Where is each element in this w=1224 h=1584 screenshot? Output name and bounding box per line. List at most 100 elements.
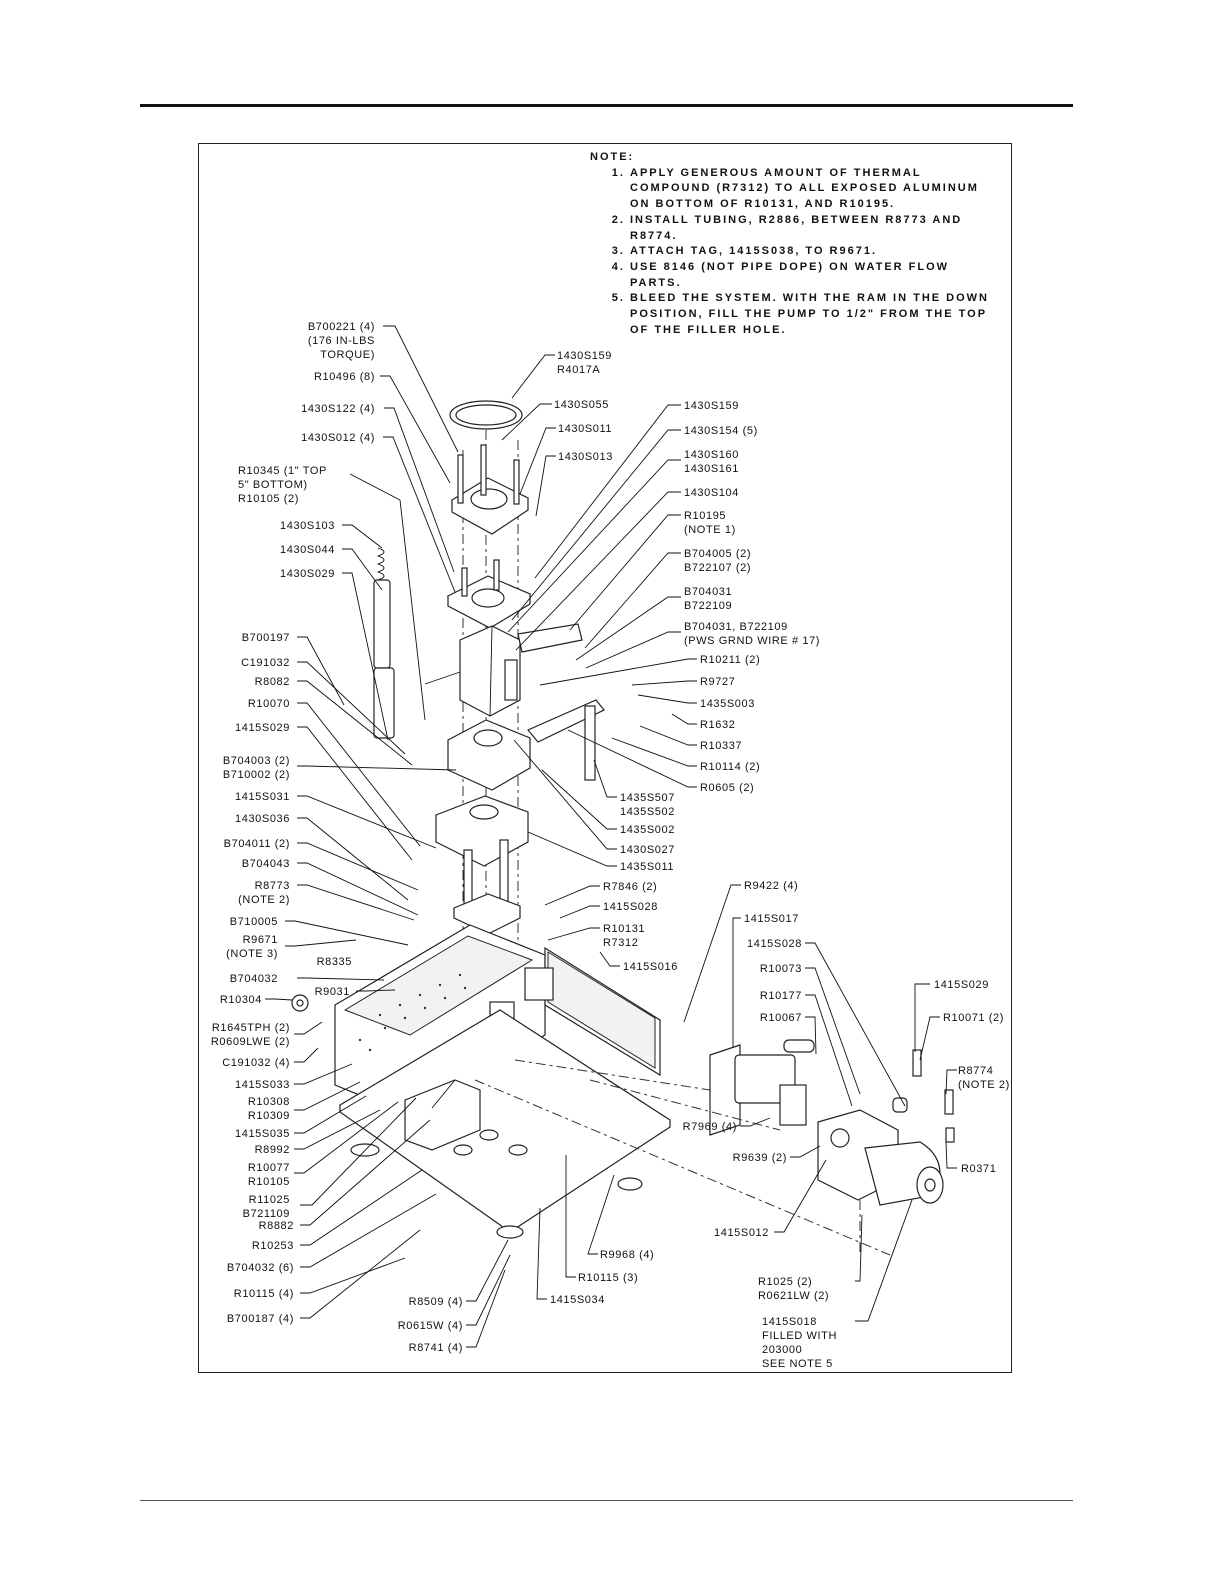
- callout-66: R9422 (4): [744, 880, 798, 892]
- callout-26: R1645TPH (2)R0609LWE (2): [211, 1022, 290, 1048]
- callout-17: B704011 (2): [224, 838, 290, 850]
- callout-10: C191032: [241, 657, 290, 669]
- callout-43: 1430S159: [684, 400, 739, 412]
- callout-38: B700187 (4): [227, 1313, 294, 1325]
- callout-19: R8773(NOTE 2): [238, 880, 290, 906]
- notes-list: APPLY GENEROUS AMOUNT OF THERMAL COMPOUN…: [590, 166, 1000, 339]
- callout-76: R7969 (4): [683, 1121, 737, 1133]
- callout-61: 1435S011: [620, 861, 674, 873]
- notes-block: NOTE: APPLY GENEROUS AMOUNT OF THERMAL C…: [590, 150, 1000, 338]
- callout-77: R9639 (2): [733, 1152, 787, 1164]
- callout-68: 1415S028: [747, 938, 802, 950]
- callout-9: B700197: [242, 632, 290, 644]
- callout-14: B704003 (2)B710002 (2): [223, 755, 290, 781]
- callout-28: 1415S033: [235, 1079, 290, 1091]
- callout-35: R10253: [252, 1240, 294, 1252]
- callout-46: 1430S104: [684, 487, 739, 499]
- leader-lines: [265, 325, 957, 1348]
- callout-82: R8509 (4): [409, 1296, 463, 1308]
- callout-16: 1430S036: [235, 813, 290, 825]
- callout-60: 1430S027: [620, 844, 675, 856]
- callout-55: R10337: [700, 740, 742, 752]
- callout-81: 1415S034: [550, 1294, 605, 1306]
- callout-78: 1415S012: [714, 1227, 769, 1239]
- callout-69: R10073: [760, 963, 802, 975]
- callout-3: 1430S122 (4): [301, 403, 375, 415]
- callout-11: R8082: [255, 676, 290, 688]
- callout-53: 1435S003: [700, 698, 755, 710]
- diagram-frame: [198, 143, 1012, 1373]
- callout-15: 1415S031: [235, 791, 290, 803]
- callout-54: R1632: [700, 719, 735, 731]
- callout-21: R9671(NOTE 3): [226, 934, 278, 960]
- note-3: ATTACH TAG, 1415S038, TO R9671.: [630, 244, 1000, 260]
- callout-6: 1430S103: [280, 520, 335, 532]
- callout-40: 1430S055: [554, 399, 609, 411]
- callout-52: R9727: [700, 676, 735, 688]
- callout-7: 1430S044: [280, 544, 335, 556]
- callout-22: R8335: [317, 956, 352, 968]
- assembly-illustration: [291, 400, 955, 1256]
- callout-71: R10067: [760, 1012, 802, 1024]
- callout-57: R0605 (2): [700, 782, 754, 794]
- callout-83: R0615W (4): [398, 1320, 463, 1332]
- callout-44: 1430S154 (5): [684, 425, 758, 437]
- callout-13: 1415S029: [235, 722, 290, 734]
- callout-70: R10177: [760, 990, 802, 1002]
- callout-65: 1415S016: [623, 961, 678, 973]
- callout-42: 1430S013: [558, 451, 613, 463]
- callout-85: R1025 (2)R0621LW (2): [758, 1276, 829, 1302]
- callout-75: R0371: [961, 1163, 996, 1175]
- callout-79: R9968 (4): [600, 1249, 654, 1261]
- callout-56: R10114 (2): [700, 761, 760, 773]
- callout-37: R10115 (4): [234, 1288, 294, 1300]
- callout-62: R7846 (2): [603, 881, 657, 893]
- callout-18: B704043: [242, 858, 290, 870]
- callout-74: R8774(NOTE 2): [958, 1065, 1010, 1091]
- callout-59: 1435S002: [620, 824, 675, 836]
- callout-67: 1415S017: [744, 913, 799, 925]
- callout-48: B704005 (2)B722107 (2): [684, 548, 751, 574]
- callout-36: B704032 (6): [227, 1262, 294, 1274]
- callout-34: R8882: [259, 1220, 294, 1232]
- note-4: USE 8146 (NOT PIPE DOPE) ON WATER FLOW P…: [630, 260, 1000, 291]
- note-1: APPLY GENEROUS AMOUNT OF THERMAL COMPOUN…: [630, 166, 1000, 213]
- callout-12: R10070: [248, 698, 290, 710]
- header-rule: [140, 104, 1073, 107]
- callout-31: R8992: [255, 1144, 290, 1156]
- notes-heading: NOTE:: [590, 151, 635, 163]
- callout-23: B704032: [230, 973, 278, 985]
- callout-2: R10496 (8): [314, 371, 375, 383]
- callout-4: 1430S012 (4): [301, 432, 375, 444]
- note-5: BLEED THE SYSTEM. WITH THE RAM IN THE DO…: [630, 291, 1000, 338]
- callout-63: 1415S028: [603, 901, 658, 913]
- callout-41: 1430S011: [558, 423, 612, 435]
- callout-50: B704031, B722109(PWS GRND WIRE # 17): [684, 621, 820, 647]
- callout-20: B710005: [230, 916, 278, 928]
- callout-72: 1415S029: [934, 979, 989, 991]
- footer-rule: [140, 1500, 1073, 1501]
- callout-84: R8741 (4): [409, 1342, 463, 1354]
- callout-27: C191032 (4): [222, 1057, 290, 1069]
- callout-80: R10115 (3): [578, 1272, 638, 1284]
- callout-24: R9031: [315, 986, 350, 998]
- note-2: INSTALL TUBING, R2886, BETWEEN R8773 AND…: [630, 213, 1000, 244]
- callout-8: 1430S029: [280, 568, 335, 580]
- callout-30: 1415S035: [235, 1128, 290, 1140]
- callout-51: R10211 (2): [700, 654, 760, 666]
- callout-47: R10195(NOTE 1): [684, 510, 736, 536]
- callout-25: R10304: [220, 994, 262, 1006]
